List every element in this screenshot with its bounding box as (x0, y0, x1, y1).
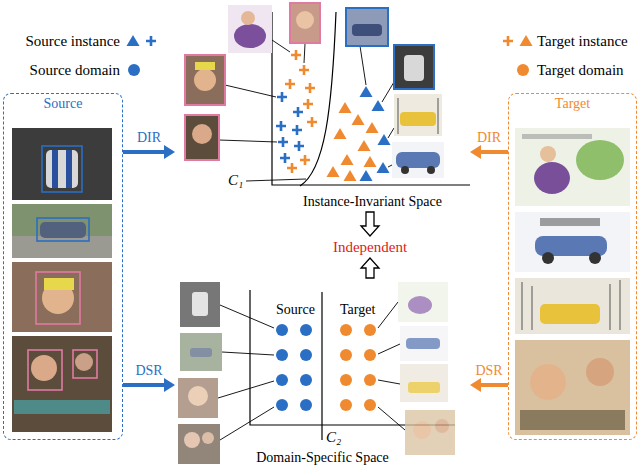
legend-text: Target domain (537, 61, 624, 79)
group-label: Source (276, 302, 315, 319)
legend-text: Source instance (25, 32, 120, 50)
legend-swatch (128, 64, 140, 76)
group-label: Target (340, 302, 375, 319)
arrow-shaft (123, 383, 164, 387)
arrow-label: DIR (137, 130, 161, 147)
arrow-label: DSR (135, 363, 162, 380)
source-panel: Source (3, 93, 123, 440)
target-panel: Target (508, 93, 637, 440)
legend-text: Source domain (30, 61, 120, 79)
arrow-shaft (123, 150, 164, 154)
source-photos (12, 128, 112, 432)
target-domain-points (340, 324, 376, 411)
leader-lines (218, 302, 405, 440)
hollow-arrow (361, 212, 379, 236)
leader-lines (219, 40, 394, 167)
node-title: Source (44, 96, 83, 113)
target-photos (515, 128, 630, 435)
arrow-shaft (481, 150, 508, 154)
flow-arrow (123, 378, 175, 392)
block-arrow (361, 258, 379, 278)
legend-swatch (517, 64, 529, 76)
boundary-label: C₂ (326, 428, 341, 446)
domain-space-plot (178, 282, 455, 464)
arrow-label: DIR (477, 130, 501, 147)
source-instances (276, 92, 304, 163)
target-instances (285, 50, 317, 173)
node-title: Target (555, 96, 590, 113)
legend-samples (127, 35, 533, 46)
node-title: Instance-Invariant Space (303, 194, 442, 211)
flow-arrow (123, 145, 175, 159)
arrow-head (470, 378, 481, 392)
domain-specific-space: Domain-Specific Space (175, 278, 470, 468)
arrow-head (164, 145, 175, 159)
flow-arrow (470, 378, 508, 392)
target-triangles (327, 102, 379, 181)
boundary-label: C₁ (228, 171, 243, 189)
source-domain-points (276, 324, 312, 411)
independent-box: Independent (320, 236, 420, 258)
arrow-shaft (481, 383, 508, 387)
block-arrow (361, 212, 379, 236)
node-title: Domain-Specific Space (256, 450, 389, 467)
instance-space-plot (185, 3, 470, 186)
photo-thumbnails (185, 3, 444, 178)
flow-arrow (470, 145, 508, 159)
arrow-label: DSR (475, 363, 502, 380)
arrow-head (164, 378, 175, 392)
legend-text: Target instance (537, 32, 628, 50)
node-title: Independent (333, 238, 407, 256)
hollow-arrow (361, 258, 379, 278)
arrow-head (470, 145, 481, 159)
domain-thumbnails (178, 282, 455, 464)
source-triangles (360, 86, 391, 181)
instance-invariant-space: Instance-Invariant Space (175, 3, 470, 212)
